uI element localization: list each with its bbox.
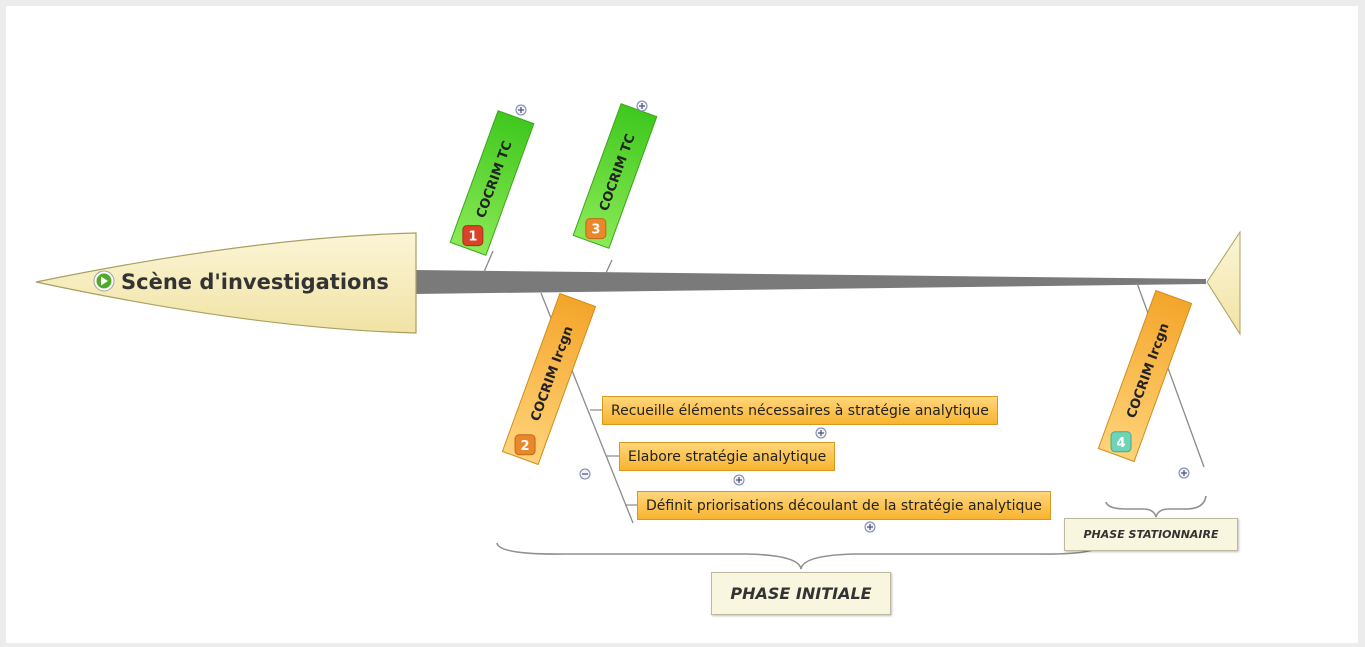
bone-cocrim-tc-1[interactable]: COCRIM TC 1 <box>449 110 535 256</box>
svg-text:2: 2 <box>521 439 530 454</box>
bone-cocrim-ircgn-2[interactable]: COCRIM Ircgn 2 <box>501 292 597 466</box>
diagram-canvas: Scène d'investigations COCRIM TC 1 COCRI… <box>6 6 1358 643</box>
play-icon[interactable] <box>93 270 115 292</box>
task-definit[interactable]: Définit priorisations découlant de la st… <box>637 491 1051 520</box>
collapse-icon[interactable] <box>579 468 591 480</box>
bone-line-1 <box>483 250 494 273</box>
number-badge-1: 1 <box>462 225 484 247</box>
number-badge-4: 4 <box>1110 431 1132 453</box>
brace-phase-stationnaire <box>1105 495 1207 518</box>
bone-line-3 <box>605 259 613 274</box>
number-badge-2: 2 <box>514 434 536 456</box>
task-recueille[interactable]: Recueille éléments nécessaires à stratég… <box>602 396 998 425</box>
number-badge-3: 3 <box>585 218 607 240</box>
fishbone-diagram: Scène d'investigations COCRIM TC 1 COCRI… <box>35 100 1241 570</box>
bone-cocrim-ircgn-4[interactable]: COCRIM Ircgn 4 <box>1097 289 1193 463</box>
expand-icon[interactable] <box>815 427 827 439</box>
brace-phase-initiale <box>496 542 1104 570</box>
fish-head[interactable] <box>35 232 417 334</box>
svg-text:1: 1 <box>468 230 477 245</box>
expand-icon[interactable] <box>636 100 648 112</box>
central-topic-label: Scène d'investigations <box>121 270 389 294</box>
bone-cocrim-tc-3[interactable]: COCRIM TC 3 <box>572 103 658 249</box>
expand-icon[interactable] <box>864 521 876 533</box>
spine <box>414 270 1206 294</box>
expand-icon[interactable] <box>515 104 527 116</box>
fish-tail <box>1206 230 1241 336</box>
svg-text:3: 3 <box>591 223 600 238</box>
expand-icon[interactable] <box>733 474 745 486</box>
task-elabore[interactable]: Elabore stratégie analytique <box>619 442 836 471</box>
expand-icon[interactable] <box>1178 467 1190 479</box>
phase-initiale-label[interactable]: PHASE INITIALE <box>711 572 891 615</box>
phase-stationnaire-label[interactable]: PHASE STATIONNAIRE <box>1064 518 1238 551</box>
svg-text:4: 4 <box>1117 436 1126 451</box>
